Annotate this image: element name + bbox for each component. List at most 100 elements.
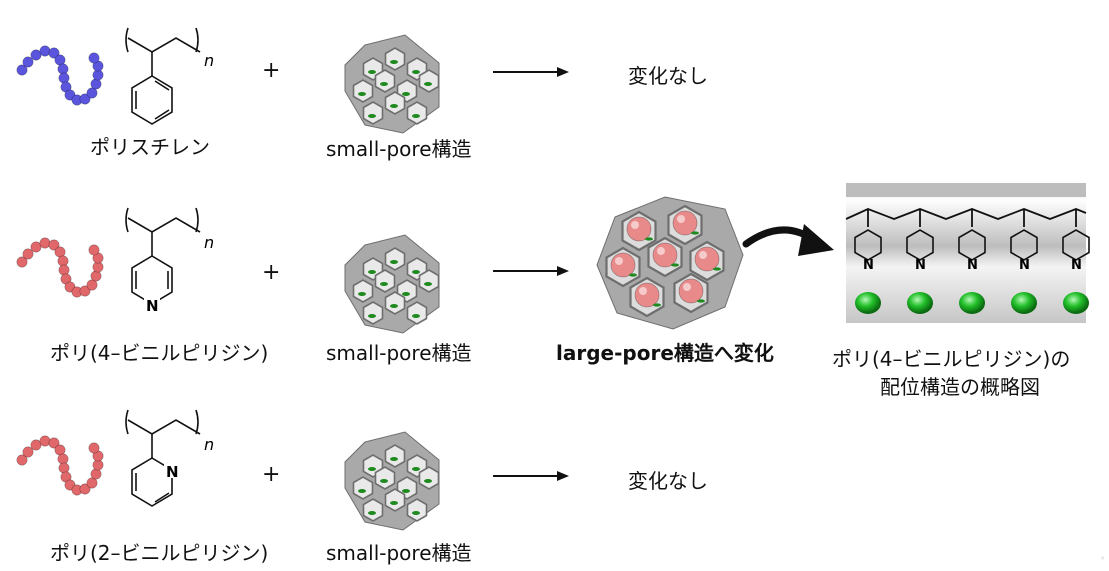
guest-molecule: [368, 114, 376, 118]
guest-molecule: [412, 467, 420, 471]
guest-molecule: [402, 92, 410, 96]
plus-sign: +: [262, 462, 281, 487]
polymer-bead: [30, 241, 42, 253]
guest-molecule: [424, 282, 432, 286]
polymer-chain-p4vp: [16, 237, 104, 298]
polymer-bead: [88, 442, 100, 454]
guest-molecule: [402, 292, 410, 296]
polymer-label-p4vp: ポリ(4–ビニルピリジン): [50, 341, 269, 365]
nitrogen-atom: N: [1019, 258, 1030, 273]
polymer-bead: [39, 45, 51, 57]
framework-label-1: small-pore構造: [326, 137, 472, 161]
guest-molecule: [358, 292, 366, 296]
guest-molecule: [390, 501, 398, 505]
guest-molecule: [380, 479, 388, 483]
polymer-sphere: [652, 242, 678, 268]
guest-molecule: [390, 104, 398, 108]
nitrogen-atom: N: [146, 297, 159, 315]
reaction-arrow-3: [493, 471, 569, 481]
guest-molecule: [380, 82, 388, 86]
polymer-sphere: [678, 278, 704, 304]
polymer-bead: [48, 437, 60, 449]
plus-sign: +: [262, 260, 281, 285]
polymer-chain-p2vp: [16, 435, 104, 496]
metal-ion: [1063, 292, 1089, 314]
result-label-2: large-pore構造へ変化: [556, 341, 774, 365]
polymer-bead: [30, 49, 42, 61]
guest-molecule: [380, 282, 388, 286]
guest-molecule: [412, 511, 420, 515]
polymer-bead: [22, 56, 34, 68]
reaction-arrow-2: [493, 266, 569, 276]
guest-molecule: [412, 114, 420, 118]
polymer-bead: [39, 435, 51, 447]
metal-ion: [855, 292, 881, 314]
polymer-bead: [79, 285, 91, 297]
polymer-bead: [16, 64, 28, 76]
polymer-bead: [48, 239, 60, 251]
framework-small-pore-2: [344, 234, 440, 334]
guest-molecule: [358, 92, 366, 96]
coordination-caption-line1: ポリ(4–ビニルピリジン)の: [832, 347, 1071, 371]
polymer-bead: [79, 93, 91, 105]
guest-molecule: [412, 270, 420, 274]
guest-molecule: [390, 260, 398, 264]
guest-molecule: [390, 457, 398, 461]
nitrogen-atom: N: [166, 463, 179, 481]
polymer-bead: [90, 270, 102, 282]
guest-molecule: [412, 314, 420, 318]
plus-sign: +: [262, 58, 281, 83]
nitrogen-atom: N: [863, 258, 874, 273]
guest-molecule: [424, 82, 432, 86]
polymer-bead: [86, 87, 98, 99]
subscript-n: n: [204, 51, 214, 70]
polymer-bead: [58, 462, 70, 474]
polymer-label-polystyrene: ポリスチレン: [90, 135, 210, 159]
guest-molecule: [390, 60, 398, 64]
polymer-bead: [86, 279, 98, 291]
framework-label-2: small-pore構造: [326, 341, 472, 365]
metal-ion: [1011, 292, 1037, 314]
polymer-bead: [48, 47, 60, 59]
metal-ion: [959, 292, 985, 314]
polymer-sphere: [610, 252, 636, 278]
nitrogen-atom: N: [915, 258, 926, 273]
framework-small-pore-3: [344, 431, 440, 531]
nitrogen-atom: N: [967, 258, 978, 273]
framework-label-3: small-pore構造: [326, 541, 472, 565]
coordination-caption-line2: 配位構造の概略図: [880, 375, 1040, 399]
guest-molecule: [390, 304, 398, 308]
polymer-bead: [39, 237, 51, 249]
polymer-bead: [30, 439, 42, 451]
polymer-bead: [16, 256, 28, 268]
polymer-bead: [88, 244, 100, 256]
polymer-bead: [86, 477, 98, 489]
guest-molecule: [368, 70, 376, 74]
polymer-label-p2vp: ポリ(2–ビニルピリジン): [50, 541, 269, 565]
polymer-sphere: [694, 246, 720, 272]
framework-large-pore: [596, 196, 744, 330]
guest-molecule: [412, 70, 420, 74]
guest-molecule: [402, 489, 410, 493]
polymer-bead: [79, 483, 91, 495]
subscript-n: n: [204, 233, 214, 252]
structure-p4vp: N n: [125, 207, 214, 315]
polymer-bead: [58, 72, 70, 84]
corner-mark: ◦: [1100, 554, 1105, 563]
framework-small-pore-1: [344, 34, 440, 134]
polymer-bead: [90, 78, 102, 90]
polymer-sphere: [634, 282, 660, 308]
polymer-sphere: [672, 210, 698, 236]
polymer-bead: [58, 264, 70, 276]
structure-p2vp: N n: [125, 409, 214, 507]
subscript-n: n: [204, 435, 214, 454]
polymer-sphere: [626, 216, 652, 242]
nitrogen-atom: N: [1071, 258, 1082, 273]
polymer-bead: [22, 446, 34, 458]
polymer-bead: [16, 454, 28, 466]
guest-molecule: [368, 314, 376, 318]
polymer-bead: [88, 52, 100, 64]
metal-ion: [907, 292, 933, 314]
guest-molecule: [368, 511, 376, 515]
